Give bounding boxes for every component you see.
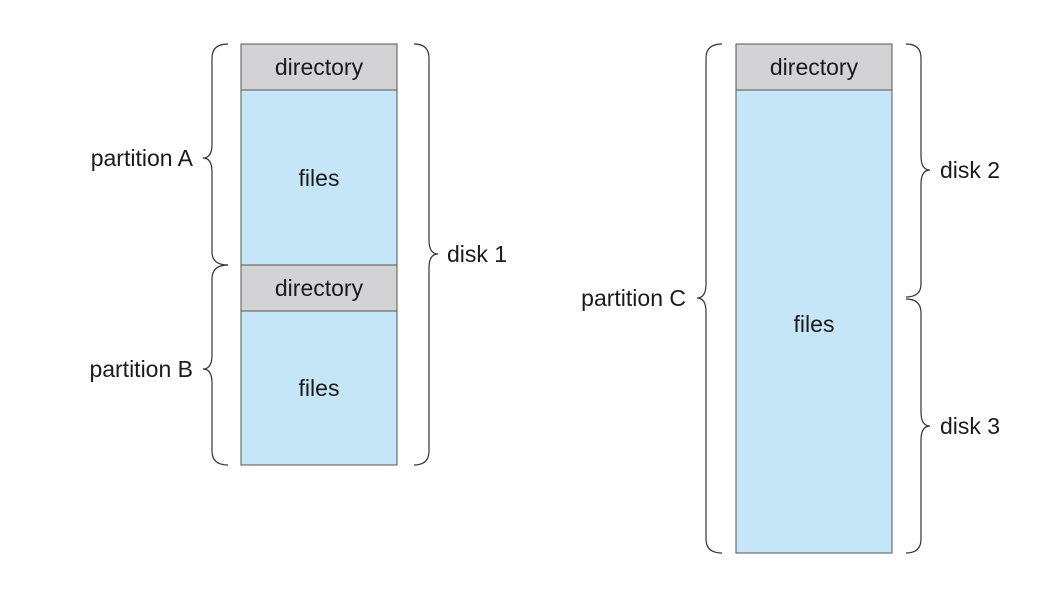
- partition-a-files-label: files: [299, 165, 340, 191]
- partition-a-directory-box: [240, 43, 398, 91]
- disk-3-label: disk 3: [940, 413, 1000, 439]
- partition-c-files-box: [735, 89, 893, 554]
- disk-3-brace: [905, 298, 931, 554]
- partition-b-label: partition B: [89, 356, 193, 382]
- partition-c-label: partition C: [581, 285, 686, 311]
- partition-a-label: partition A: [91, 145, 194, 171]
- right-disk-stack: directory files: [735, 43, 893, 554]
- partition-a-files-box: [240, 89, 398, 266]
- left-disk-stack: directory files directory files: [240, 43, 398, 466]
- disk-1-brace: [413, 43, 439, 466]
- disk-2-label: disk 2: [940, 157, 1000, 183]
- partition-a-brace: [202, 43, 229, 266]
- partition-a-directory-label: directory: [275, 54, 364, 80]
- partition-b-files-box: [240, 310, 398, 466]
- partition-c-brace: [696, 43, 723, 554]
- partition-c-directory-label: directory: [770, 54, 859, 80]
- partition-b-brace: [202, 264, 229, 466]
- disk-1-label: disk 1: [447, 241, 507, 267]
- partition-b-directory-box: [240, 264, 398, 312]
- partition-c-files-label: files: [794, 311, 835, 337]
- partition-b-directory-label: directory: [275, 275, 364, 301]
- disk-2-brace: [905, 43, 931, 298]
- partition-b-files-label: files: [299, 375, 340, 401]
